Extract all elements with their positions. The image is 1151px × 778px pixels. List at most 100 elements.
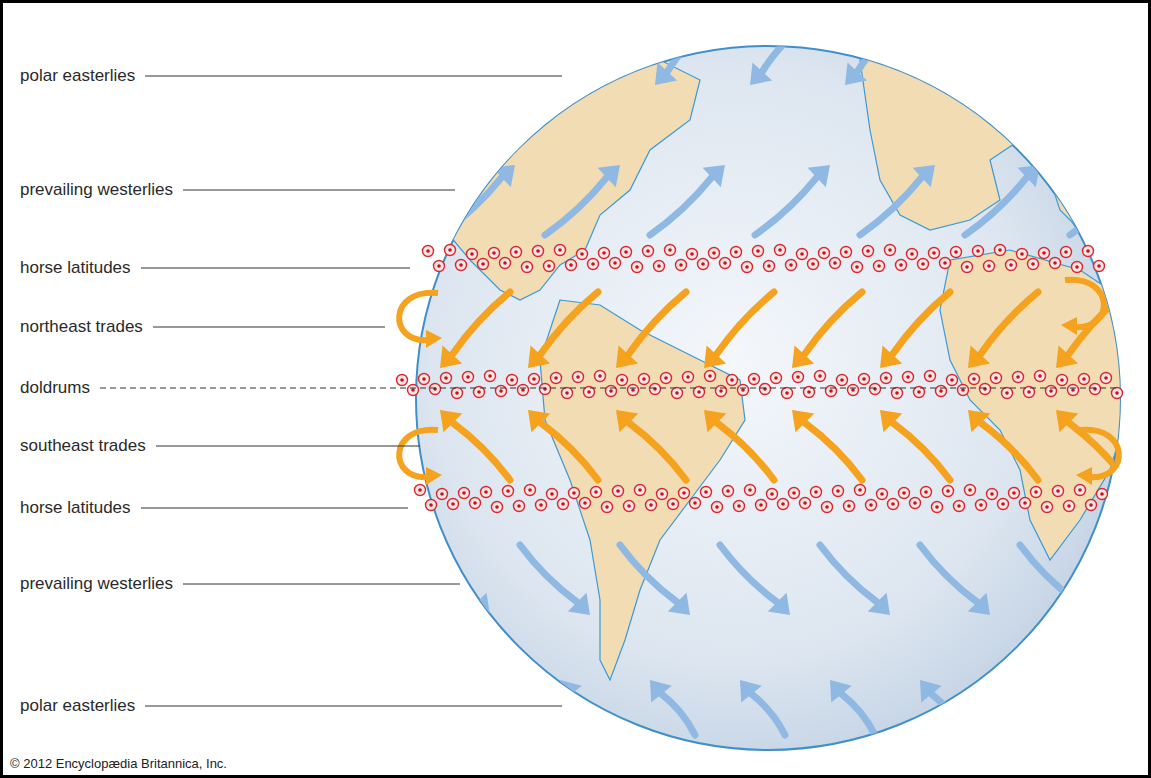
arrow-head <box>750 63 772 85</box>
arrow-head <box>1076 467 1092 485</box>
pressure-dot <box>408 385 419 396</box>
pressure-dot <box>929 248 940 259</box>
pressure-dot <box>1039 248 1050 259</box>
pressure-dot <box>947 375 958 386</box>
pressure-dot-center <box>690 252 694 256</box>
wind-belt-label: polar easterlies <box>18 66 137 86</box>
pressure-dot-center <box>921 262 925 266</box>
pressure-dot <box>800 498 811 509</box>
pressure-dot-center <box>470 252 474 256</box>
pressure-dot-center <box>1042 251 1046 255</box>
pressure-dot <box>540 384 551 395</box>
pressure-dot-center <box>565 391 569 395</box>
pressure-dot <box>712 502 723 513</box>
wind-arrow <box>804 292 862 355</box>
pressure-dot-center <box>767 264 771 268</box>
pressure-dot-center <box>576 375 580 379</box>
pressure-dot <box>426 500 437 511</box>
pressure-dot-center <box>1038 374 1042 378</box>
arrow-head <box>880 410 902 432</box>
pressure-dot <box>921 487 932 498</box>
wind-arrow <box>952 25 995 72</box>
wind-arrow <box>420 545 477 602</box>
circulation-arrow <box>399 430 438 477</box>
pressure-dot-center <box>506 489 510 493</box>
pressure-dot-center <box>829 389 833 393</box>
pressure-dot <box>936 386 947 397</box>
arrow-head <box>1035 63 1057 85</box>
arrow-head <box>1144 410 1151 432</box>
pressure-dot <box>698 259 709 270</box>
pressure-dot-center <box>642 377 646 381</box>
pressure-dot-center <box>569 263 573 267</box>
pressure-dot <box>965 485 976 496</box>
pressure-dot-center <box>631 388 635 392</box>
pressure-dot <box>896 260 907 271</box>
pressure-dot <box>841 247 852 258</box>
pressure-dot-center <box>884 376 888 380</box>
pressure-dot-center <box>1060 378 1064 382</box>
pressure-dot-center <box>844 250 848 254</box>
leader-line <box>183 190 455 191</box>
pressure-dot <box>525 485 536 496</box>
pressure-dot-center <box>455 391 459 395</box>
pressure-dot <box>518 385 529 396</box>
pressure-dot-center <box>627 504 631 508</box>
wind-arrow <box>1112 694 1145 735</box>
pressure-dot-center <box>800 252 804 256</box>
pressure-dot <box>1094 261 1105 272</box>
wind-arrow <box>965 177 1027 235</box>
pressure-dot-center <box>664 376 668 380</box>
pressure-dot-center <box>532 377 536 381</box>
pressure-dot-center <box>1005 391 1009 395</box>
pressure-dot <box>764 261 775 272</box>
pressure-dot-center <box>444 376 448 380</box>
pressure-dot-center <box>536 249 540 253</box>
pressure-dot <box>1020 498 1031 509</box>
arrow-head <box>655 63 677 85</box>
pressure-dot-center <box>1012 491 1016 495</box>
arrow-head <box>528 410 550 432</box>
leader-line <box>145 76 562 77</box>
pressure-dot-center <box>583 501 587 505</box>
pressure-dot-center <box>492 251 496 255</box>
pressure-dot-center <box>1016 375 1020 379</box>
pressure-dot-center <box>550 492 554 496</box>
pressure-dot <box>1013 372 1024 383</box>
pressure-dot-center <box>855 265 859 269</box>
pressure-dot <box>1079 374 1090 385</box>
pressure-dot-center <box>833 261 837 265</box>
pressure-dot <box>423 246 434 257</box>
pressure-dot <box>1097 489 1108 500</box>
pressure-dot <box>397 375 408 386</box>
pressure-dot-center <box>990 492 994 496</box>
leader-line <box>145 706 562 707</box>
pressure-dot <box>533 246 544 257</box>
arrow-head <box>560 680 582 703</box>
pressure-dot <box>599 248 610 259</box>
pressure-dot <box>899 488 910 499</box>
wind-arrow <box>1070 177 1132 235</box>
pressure-dot <box>1028 259 1039 270</box>
pressure-dot <box>463 372 474 383</box>
pressure-dot <box>470 498 481 509</box>
pressure-dot <box>621 247 632 258</box>
wind-arrow <box>842 694 875 735</box>
arrow-head <box>703 165 725 187</box>
pressure-dot <box>749 374 760 385</box>
wind-arrow <box>920 545 977 602</box>
wind-arrow <box>541 423 598 480</box>
wind-arrow <box>755 177 817 235</box>
arrow-head <box>740 680 762 703</box>
wind-belt-label: prevailing westerlies <box>18 574 175 594</box>
pressure-dot <box>852 262 863 273</box>
pressure-dot-center <box>994 376 998 380</box>
pressure-dot <box>551 373 562 384</box>
pressure-dot-center <box>679 263 683 267</box>
pressure-dot-center <box>836 489 840 493</box>
pressure-dot <box>544 261 555 272</box>
pressure-dot <box>441 373 452 384</box>
pressure-dot <box>833 486 844 497</box>
pressure-dot <box>459 488 470 499</box>
pressure-dot <box>434 261 445 272</box>
